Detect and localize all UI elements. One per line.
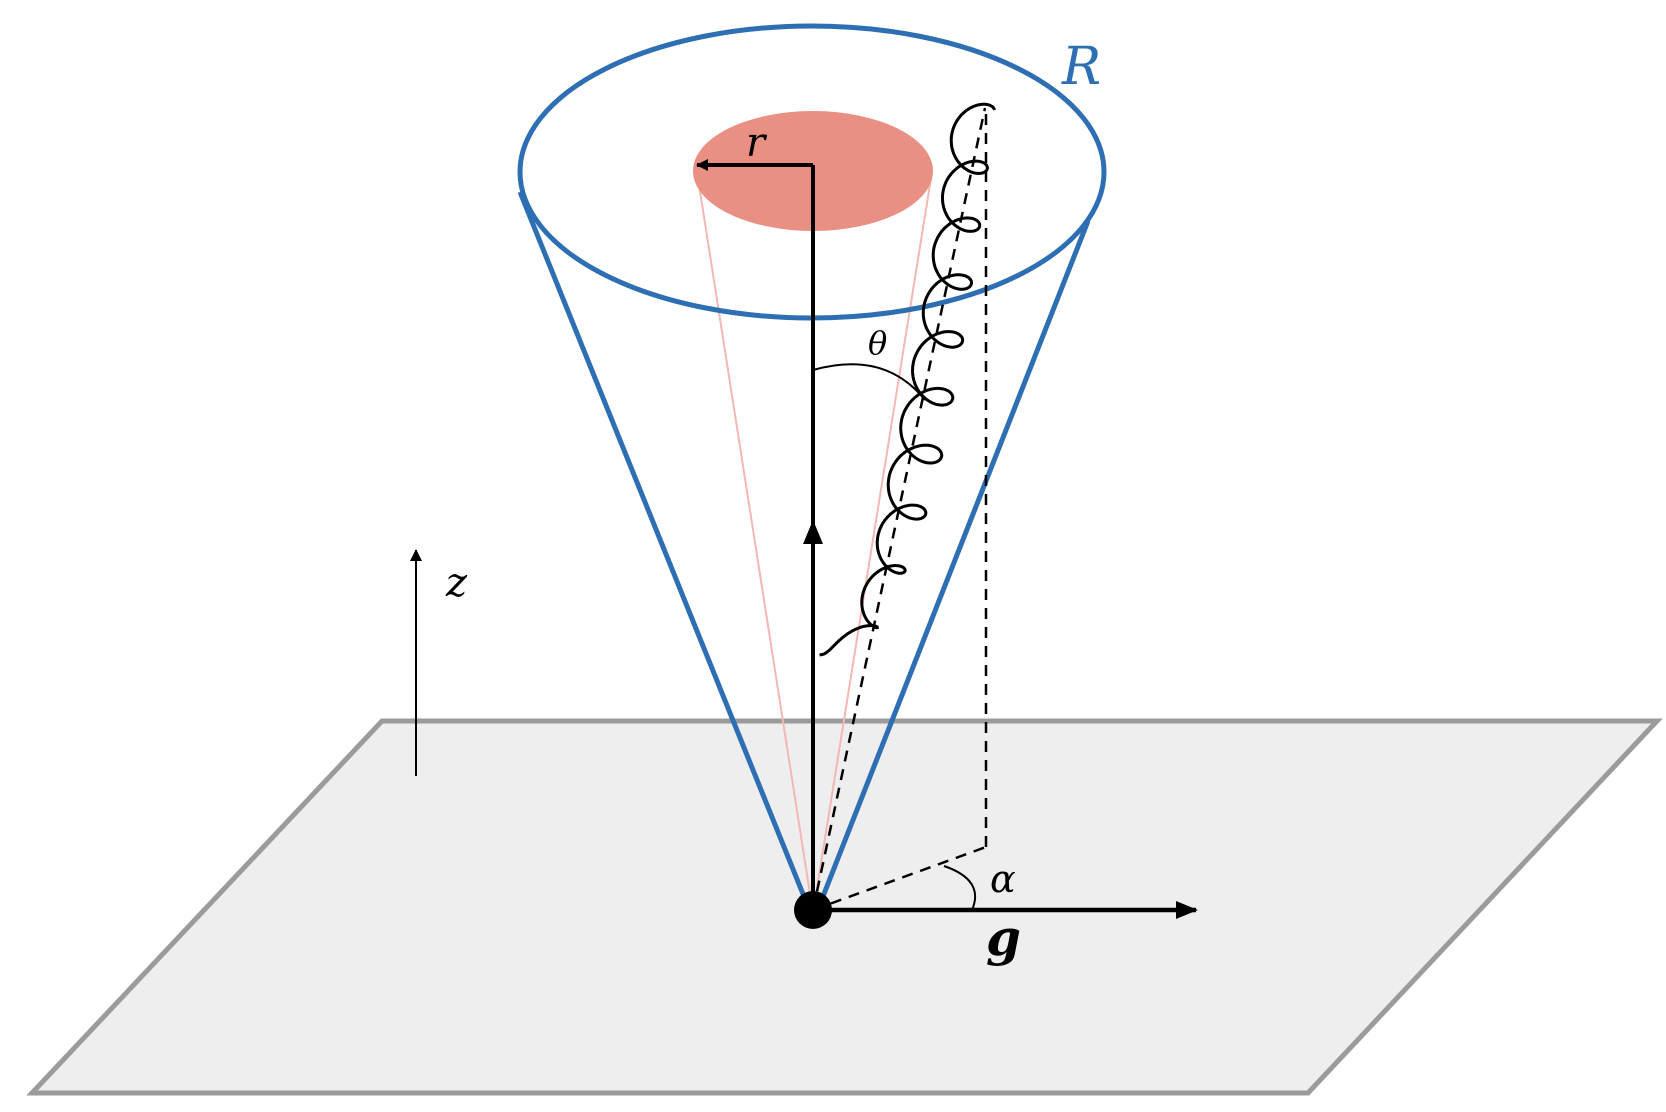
ground-projection-line	[812, 845, 987, 912]
theta-arc	[812, 363, 926, 401]
helical-trajectory	[819, 102, 996, 657]
g-vector-label: g	[986, 908, 1021, 967]
cone-right-edge	[819, 220, 1091, 900]
cone-radius-label: R	[1061, 37, 1101, 97]
alpha-label: α	[990, 857, 1016, 901]
ground-plane	[26, 718, 1663, 1096]
z-axis-label: z	[445, 560, 468, 606]
disk-edge-right	[812, 171, 933, 914]
radius-label: r	[746, 120, 768, 166]
disk-edge-left	[696, 171, 814, 914]
alpha-arc	[943, 865, 977, 911]
cone-left-edge	[517, 191, 808, 900]
theta-label: θ	[868, 324, 887, 362]
origin-point	[794, 891, 832, 929]
axis-direction-arrow	[803, 520, 823, 544]
trajectory-direction-line	[811, 107, 987, 911]
